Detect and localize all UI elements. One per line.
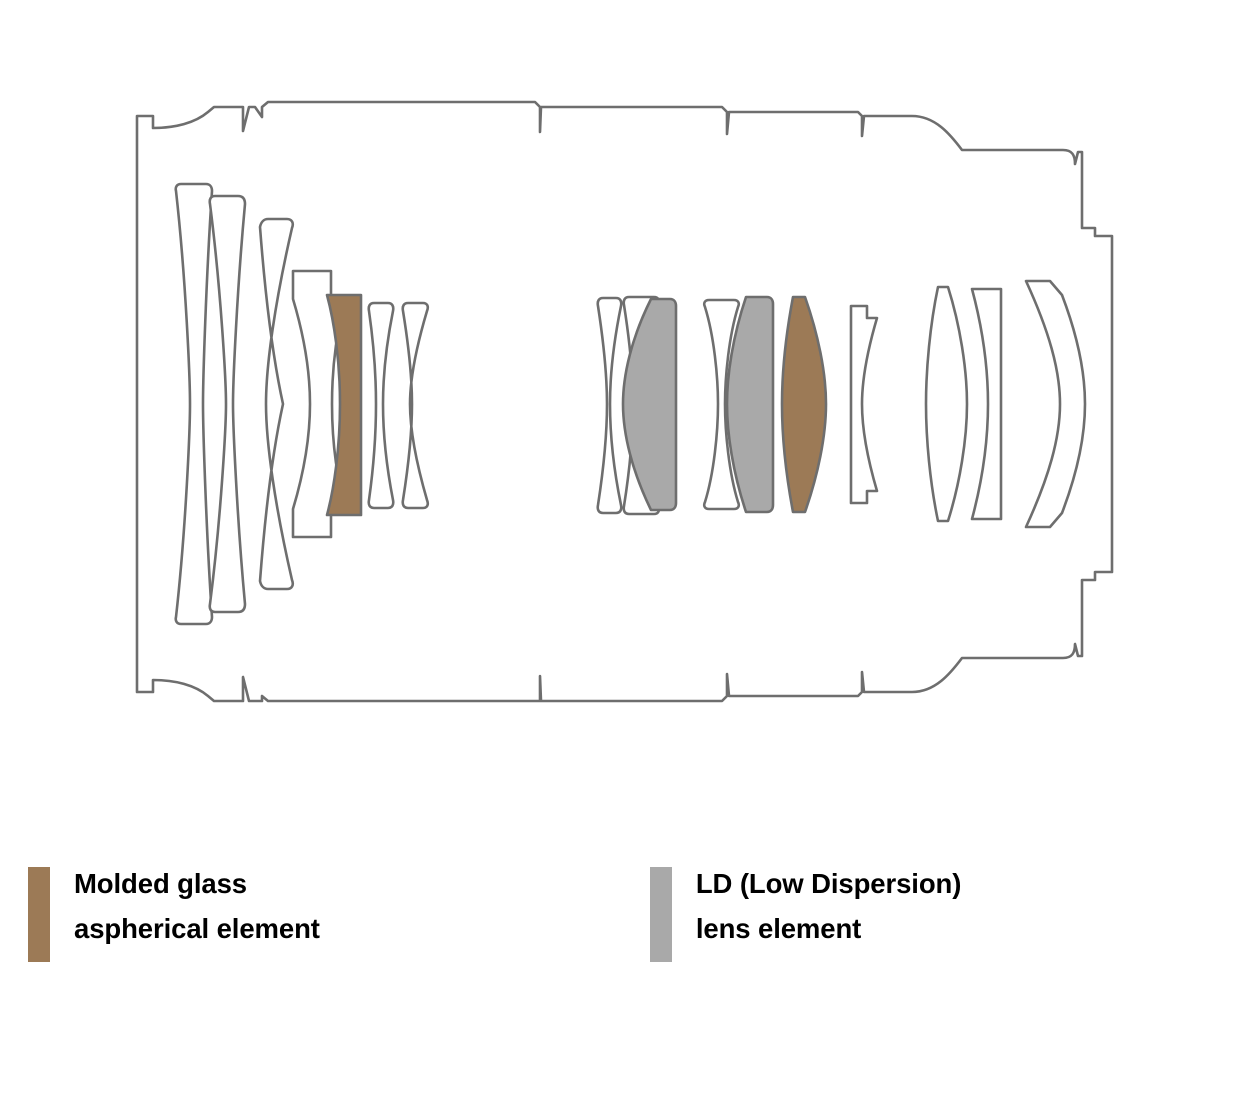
legend-item-aspherical: Molded glass aspherical element bbox=[28, 845, 320, 962]
lens-element-2 bbox=[208, 194, 247, 614]
lens-element-6 bbox=[367, 301, 395, 510]
lens-element-12-ld bbox=[725, 295, 775, 514]
ld-swatch bbox=[649, 867, 672, 962]
lens-element-16 bbox=[970, 287, 1003, 521]
lens-element-14 bbox=[849, 304, 879, 505]
lens-element-5-aspherical bbox=[325, 293, 363, 517]
legend-label-ld-line1: LD (Low Dispersion) bbox=[695, 868, 962, 899]
legend-label-aspherical: Molded glass aspherical element bbox=[74, 862, 320, 951]
legend-label-aspherical-line2: aspherical element bbox=[74, 912, 320, 944]
lens-element-17 bbox=[1024, 279, 1087, 529]
element-type-legend: Molded glass aspherical element LD (Low … bbox=[0, 845, 1245, 1005]
legend-label-aspherical-line1: Molded glass bbox=[74, 868, 247, 899]
lens-element-8 bbox=[596, 296, 623, 515]
lens-element-13-aspherical bbox=[780, 295, 828, 514]
lens-element-7 bbox=[401, 301, 430, 510]
lens-element-10-ld bbox=[621, 297, 678, 512]
lens-cross-section-svg bbox=[135, 100, 1114, 703]
lens-element-1 bbox=[174, 182, 214, 626]
lens-element-11 bbox=[702, 298, 741, 511]
lens-element-15 bbox=[924, 285, 969, 523]
aspherical-swatch bbox=[28, 867, 50, 962]
legend-label-ld-line2: lens element bbox=[695, 912, 862, 944]
lens-element-3 bbox=[258, 217, 295, 591]
legend-label-ld: LD (Low Dispersion) lens element bbox=[695, 862, 962, 951]
legend-item-ld: LD (Low Dispersion) lens element bbox=[649, 845, 962, 962]
